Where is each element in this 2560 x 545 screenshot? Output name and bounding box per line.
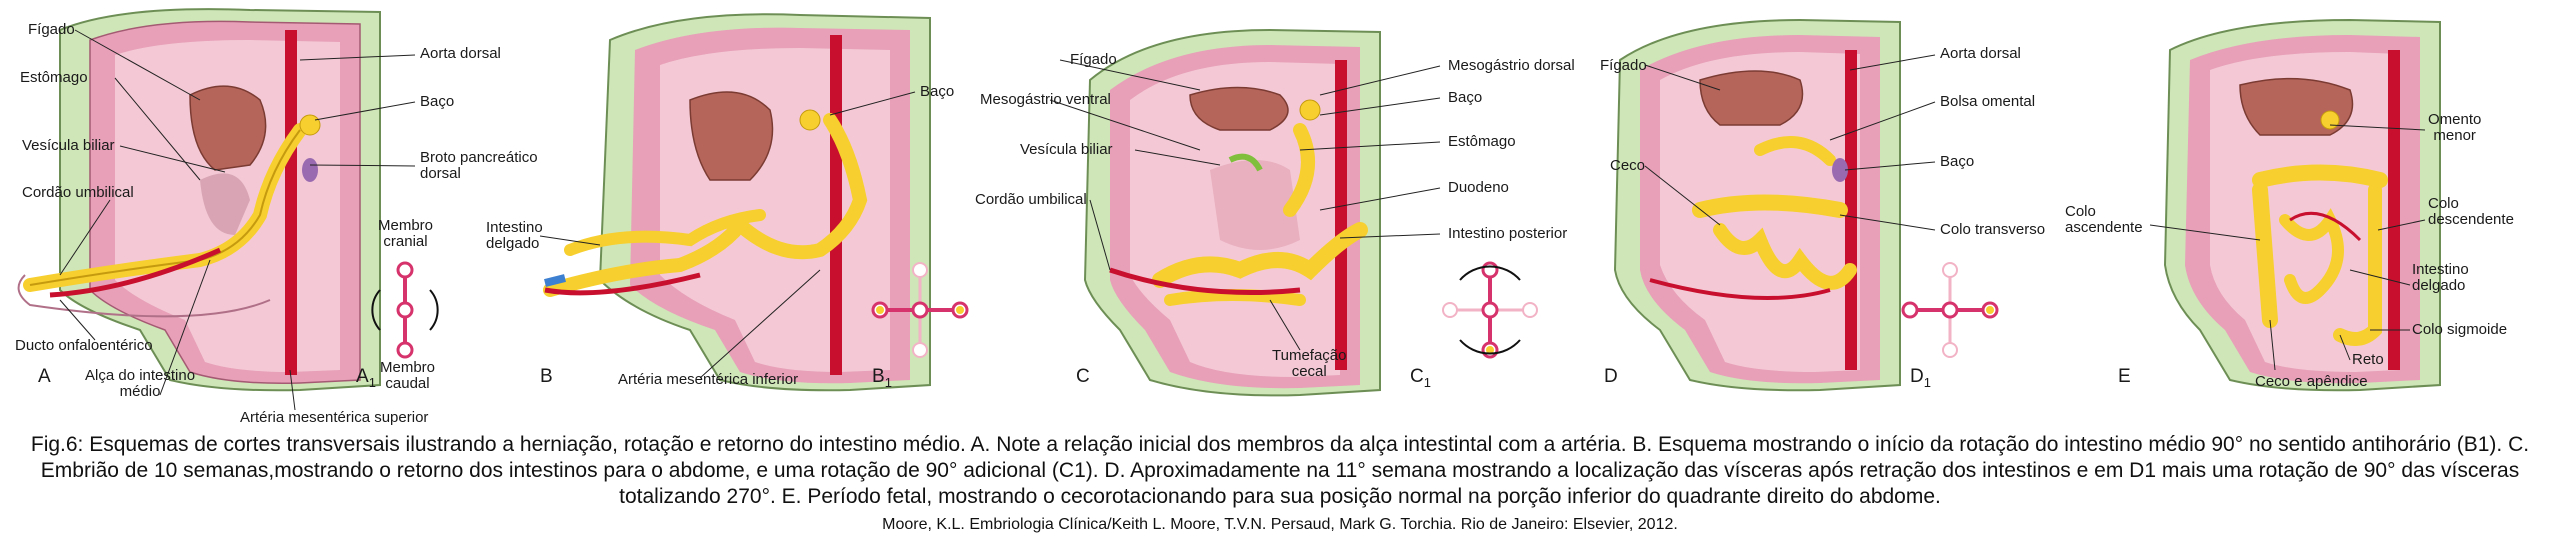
leader-lines: [59, 29, 2426, 411]
panel-letter-e: E: [2118, 366, 2131, 387]
label-figado-d: Fígado: [1600, 57, 1647, 74]
label-estomago-a: Estômago: [20, 69, 88, 86]
label-aorta-a: Aorta dorsal: [420, 45, 501, 62]
label-intestino-e: Intestino delgado: [2412, 261, 2469, 294]
label-estomago-c: Estômago: [1448, 133, 1516, 150]
label-baco-b: Baço: [920, 83, 955, 100]
panel-b-illustration: [543, 13, 931, 392]
label-broto-a: Broto pancreático dorsal: [420, 149, 538, 182]
label-tumefacao-c: Tumefação cecal: [1272, 347, 1347, 380]
panel-e-illustration: [2163, 18, 2441, 392]
label-membro-caudal: Membro caudal: [380, 359, 436, 392]
label-ducto-a: Ducto onfaloentérico: [15, 337, 153, 354]
panel-letter-b1: B1: [872, 366, 892, 390]
label-vesicula-a: Vesícula biliar: [22, 137, 115, 154]
label-colo-sig-e: Colo sigmoide: [2412, 321, 2508, 338]
figure-stage: Fígado Estômago Vesícula biliar Cordão u…: [15, 8, 2514, 426]
label-colo-asc-e: Colo ascendente: [2065, 203, 2143, 236]
label-reto-e: Reto: [2352, 351, 2384, 368]
label-mesogastrio-ventral: Mesogástrio ventral: [980, 91, 1111, 108]
panel-a-illustration: [17, 8, 381, 392]
panel-letter-d1: D1: [1910, 366, 1931, 390]
label-baco-a: Baço: [420, 93, 455, 110]
label-figado-a: Fígado: [28, 21, 75, 38]
panel-d-illustration: [1613, 18, 1901, 392]
embryo-diagrams: [17, 8, 2441, 411]
panel-c1-rotation-symbol: [1442, 261, 1538, 359]
panel-letter-c: C: [1076, 366, 1090, 387]
label-cordao-c: Cordão umbilical: [975, 191, 1087, 208]
figure-caption: Fig.6: Esquemas de cortes transversais i…: [30, 433, 2530, 508]
label-arteria-inf-b: Artéria mesentérica inferior: [618, 371, 799, 388]
panel-a1-rotation-symbol: [371, 261, 439, 359]
label-bolsa-d: Bolsa omental: [1940, 93, 2036, 110]
label-ceco-apendice-e: Ceco e apêndice: [2255, 373, 2368, 390]
cranial-limb-ring: [396, 261, 414, 279]
label-intestino-post-c: Intestino posterior: [1448, 225, 1568, 242]
caudal-limb-ring: [396, 341, 414, 359]
label-baco-c: Baço: [1448, 89, 1483, 106]
label-figado-c: Fígado: [1070, 51, 1117, 68]
panel-letter-b: B: [540, 366, 553, 387]
label-colo-transverso-d: Colo transverso: [1940, 221, 2046, 238]
label-mesogastrio-dorsal: Mesogástrio dorsal: [1448, 57, 1575, 74]
label-vesicula-c: Vesícula biliar: [1020, 141, 1113, 158]
label-arteria-sup-a: Artéria mesentérica superior: [240, 409, 429, 426]
label-alca-a: Alça do intestino médio: [85, 367, 196, 400]
panel-b1-rotation-symbol: [871, 262, 969, 358]
panel-c-illustration: [1083, 28, 1381, 397]
label-cordao-a: Cordão umbilical: [22, 184, 134, 201]
label-baco-d: Baço: [1940, 153, 1975, 170]
axis-ring: [396, 301, 414, 319]
label-colo-desc-e: Colo descendente: [2428, 195, 2514, 228]
figure-credit: Moore, K.L. Embriologia Clínica/Keith L.…: [882, 516, 1678, 533]
panel-letter-c1: C1: [1410, 366, 1431, 390]
panel-letter-d: D: [1604, 366, 1618, 387]
label-aorta-d: Aorta dorsal: [1940, 45, 2021, 62]
panel-d1-rotation-symbol: [1901, 262, 1999, 358]
label-ceco-d: Ceco: [1610, 157, 1646, 174]
label-omento-e: Omento menor: [2428, 111, 2482, 144]
label-membro-cranial: Membro cranial: [378, 217, 434, 250]
label-intestino-b: Intestino delgado: [486, 219, 543, 252]
panel-letter-a: A: [38, 366, 51, 387]
label-duodeno-c: Duodeno: [1448, 179, 1509, 196]
panel-letter-a1: A1: [356, 366, 376, 390]
